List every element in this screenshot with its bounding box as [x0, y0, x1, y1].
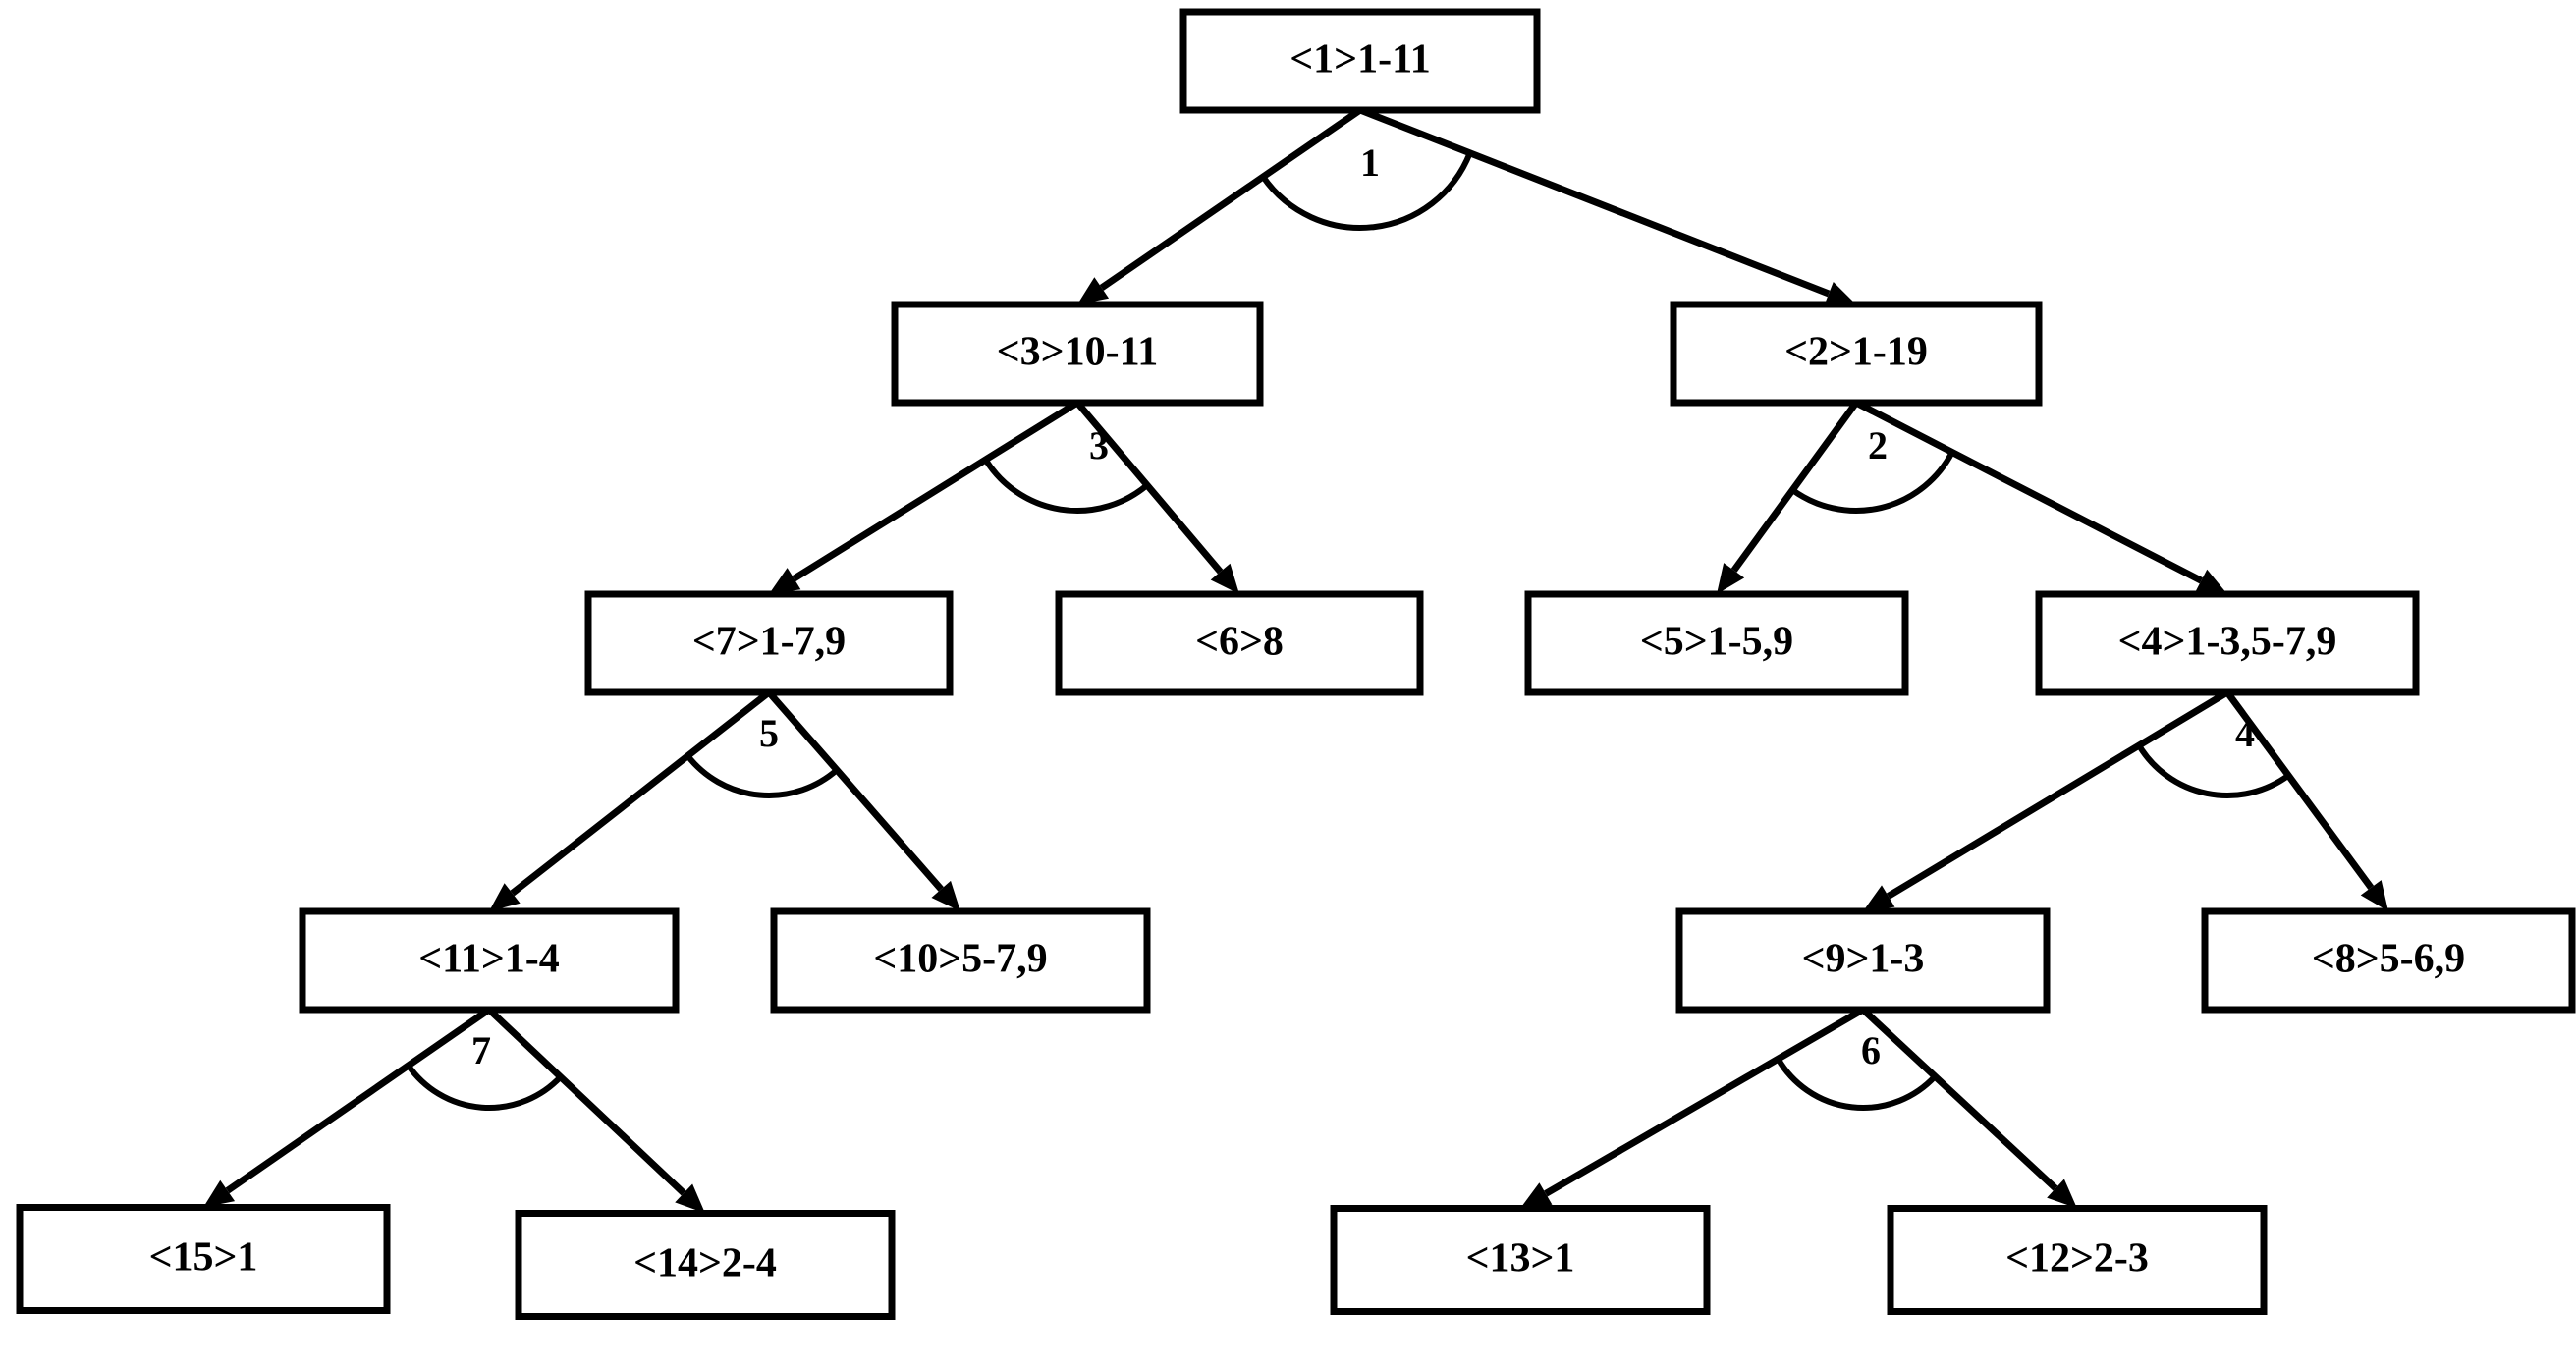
angle-arc-label: 5 — [759, 711, 779, 755]
angle-arc-label: 1 — [1360, 140, 1380, 185]
angle-arc-label: 4 — [2235, 711, 2255, 755]
node-label: <13>1 — [1466, 1236, 1575, 1282]
tree-node-n2[interactable]: <2>1-19 — [1670, 301, 2043, 407]
angle-arc-label: 3 — [1089, 423, 1109, 467]
node-label: <14>2-4 — [633, 1241, 777, 1287]
node-box[interactable] — [16, 1204, 391, 1314]
node-box[interactable] — [2201, 907, 2576, 1014]
edges-layer — [203, 106, 2388, 1214]
tree-node-n7[interactable]: <7>1-7,9 — [584, 590, 954, 696]
tree-edge — [1077, 107, 1362, 304]
tree-edge — [1520, 1006, 1865, 1209]
node-label: <12>2-3 — [2005, 1236, 2149, 1282]
tree-node-n9[interactable]: <9>1-3 — [1675, 907, 2051, 1014]
node-box[interactable] — [515, 1210, 896, 1320]
tree-edge — [1358, 106, 1856, 306]
node-box[interactable] — [299, 907, 680, 1014]
tree-node-n13[interactable]: <13>1 — [1330, 1205, 1711, 1315]
node-label: <10>5-7,9 — [873, 937, 1047, 982]
angle-arc: 2 — [1790, 423, 1955, 514]
tree-node-n12[interactable]: <12>2-3 — [1887, 1205, 2268, 1315]
tree-edge — [486, 1007, 705, 1214]
node-box[interactable] — [1524, 590, 1909, 696]
node-box[interactable] — [584, 590, 954, 696]
tree-edge — [489, 689, 772, 911]
tree-node-n8[interactable]: <8>5-6,9 — [2201, 907, 2576, 1014]
node-label: <5>1-5,9 — [1640, 620, 1793, 665]
node-box[interactable] — [1670, 301, 2043, 407]
tree-node-n14[interactable]: <14>2-4 — [515, 1210, 896, 1320]
tree-edge — [1854, 399, 2227, 594]
tree-node-n3[interactable]: <3>10-11 — [891, 301, 1264, 407]
angle-arc-label: 7 — [471, 1028, 491, 1072]
angle-arc: 4 — [2136, 711, 2290, 798]
node-label: <1>1-11 — [1289, 37, 1431, 82]
tree-node-n11[interactable]: <11>1-4 — [299, 907, 680, 1014]
node-box[interactable] — [1055, 590, 1424, 696]
node-label: <9>1-3 — [1802, 937, 1925, 982]
node-label: <8>5-6,9 — [2312, 937, 2465, 982]
angle-arc-label: 6 — [1861, 1028, 1881, 1072]
tree-edge — [1860, 1007, 2077, 1209]
tree-edge — [1863, 689, 2229, 911]
node-label: <4>1-3,5-7,9 — [2118, 620, 2337, 665]
tree-edge — [2224, 689, 2388, 911]
node-box[interactable] — [1330, 1205, 1711, 1315]
node-label: <11>1-4 — [418, 937, 560, 982]
angle-arc: 5 — [685, 711, 840, 798]
nodes-layer: <1>1-11 <3>10-11 <2>1-19 <7>1-7,9 <6>8 <5>1-5… — [16, 8, 2576, 1320]
node-label: <3>10-11 — [997, 330, 1159, 375]
angle-arcs-layer: 1 3 2 5 4 7 6 — [406, 140, 2290, 1111]
node-label: <6>8 — [1195, 620, 1284, 665]
node-box[interactable] — [891, 301, 1264, 407]
tree-node-n5[interactable]: <5>1-5,9 — [1524, 590, 1909, 696]
angle-arc-label: 2 — [1868, 423, 1888, 467]
tree-node-n1[interactable]: <1>1-11 — [1179, 8, 1541, 114]
node-box[interactable] — [770, 907, 1151, 1014]
node-box[interactable] — [1887, 1205, 2268, 1315]
angle-arc: 3 — [983, 423, 1149, 514]
node-box[interactable] — [2035, 590, 2420, 696]
angle-arc: 6 — [1775, 1028, 1938, 1111]
node-label: <7>1-7,9 — [692, 620, 846, 665]
tree-edge — [769, 400, 1079, 594]
tree-node-n10[interactable]: <10>5-7,9 — [770, 907, 1151, 1014]
tree-node-n15[interactable]: <15>1 — [16, 1204, 391, 1314]
tree-edge — [1717, 400, 1859, 594]
node-label: <15>1 — [149, 1235, 258, 1281]
angle-arc: 1 — [1260, 140, 1473, 232]
tree-edge — [203, 1007, 491, 1208]
tree-node-n6[interactable]: <6>8 — [1055, 590, 1424, 696]
tree-node-n4[interactable]: <4>1-3,5-7,9 — [2035, 590, 2420, 696]
node-box[interactable] — [1179, 8, 1541, 114]
tree-edge — [766, 689, 960, 911]
node-label: <2>1-19 — [1784, 330, 1928, 375]
node-box[interactable] — [1675, 907, 2051, 1014]
angle-arc: 7 — [406, 1028, 563, 1111]
